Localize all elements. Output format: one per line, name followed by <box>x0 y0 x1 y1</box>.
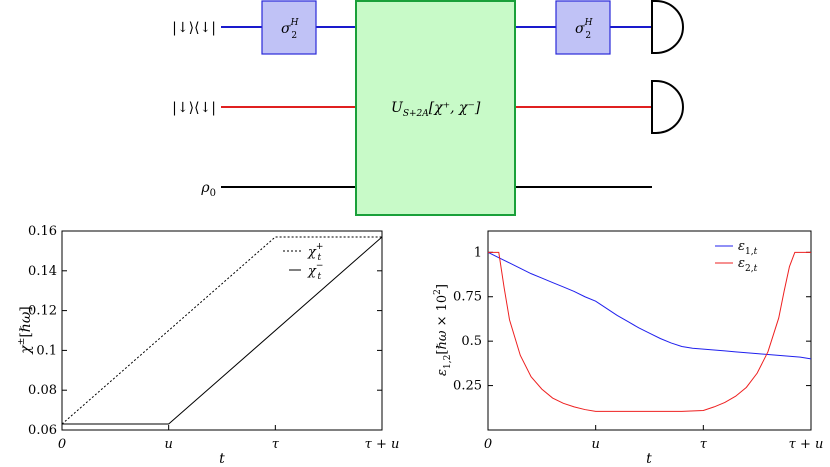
chi-xtick-label: τ + u <box>365 437 400 452</box>
chi-ytick-label: 0.08 <box>28 383 57 398</box>
eps-xtick-label: τ <box>700 437 708 452</box>
chart-epsilon-legend: ε1,t ε2,t <box>715 239 758 274</box>
gate-sigma-right <box>555 0 611 55</box>
chi-minus-line <box>62 236 383 425</box>
chart-chi-ylabel: χ±[ℏω] <box>17 306 34 354</box>
legend-chi-plus-label: χ+t <box>307 242 323 263</box>
eps-xtick-label: 0 <box>484 437 492 452</box>
eps-ytick-label: 0.75 <box>453 290 482 305</box>
chi-ytick-label: 0.12 <box>28 304 57 319</box>
epsilon-2-line <box>488 251 811 412</box>
wire-2-label: |↓⟩⟨↓| <box>172 100 216 116</box>
chi-plus-line <box>61 236 382 425</box>
chart-chi-legend: χ+t χ−t <box>283 242 323 282</box>
unitary-label: US+2A[χ⁺, χ⁻] <box>391 100 481 119</box>
eps-ytick-label: 1 <box>474 245 482 260</box>
detector-icon-1 <box>651 0 684 54</box>
chart-chi-xlabel: t <box>219 451 225 467</box>
chart-epsilon: 0.25 0.5 0.75 1 0 u τ τ + u ε1,t ε2,t ε1,2[ℏω ×… <box>433 230 823 467</box>
legend-eps1-label: ε1,t <box>738 239 758 257</box>
chi-ytick-label: 0.1 <box>36 343 57 358</box>
chart-epsilon-frame <box>487 230 812 431</box>
detector-icon-2 <box>651 80 684 134</box>
legend-eps2-label: ε2,t <box>738 256 758 274</box>
wire-3-label: ρ0 <box>200 180 216 199</box>
epsilon-1-line <box>487 251 812 360</box>
chi-ytick-label: 0.16 <box>28 224 57 239</box>
eps-xtick-label: τ + u <box>789 437 824 452</box>
eps-ytick-label: 0.5 <box>461 334 482 349</box>
chart-epsilon-ylabel: ε1,2[ℏω × 102] <box>433 284 453 376</box>
chart-chi-frame <box>61 230 383 431</box>
chart-epsilon-ticks: 0.25 0.5 0.75 1 0 u τ τ + u <box>453 245 823 452</box>
chart-epsilon-xlabel: t <box>646 451 652 467</box>
chi-xtick-label: 0 <box>58 437 66 452</box>
chi-xtick-label: u <box>164 437 172 452</box>
eps-ytick-label: 0.25 <box>453 379 482 394</box>
eps-xtick-label: u <box>591 437 599 452</box>
unitary-gate <box>355 0 516 216</box>
wire-1-label: |↓⟩⟨↓| <box>172 20 216 36</box>
gate-sigma-left <box>261 0 317 55</box>
chi-ytick-label: 0.06 <box>28 423 57 438</box>
chi-xtick-label: τ <box>272 437 280 452</box>
legend-chi-minus-label: χ−t <box>307 261 323 282</box>
chi-ytick-label: 0.14 <box>28 264 57 279</box>
chart-chi-ticks: 0.06 0.08 0.1 0.12 0.14 0.16 0 u τ τ + u <box>28 224 399 452</box>
